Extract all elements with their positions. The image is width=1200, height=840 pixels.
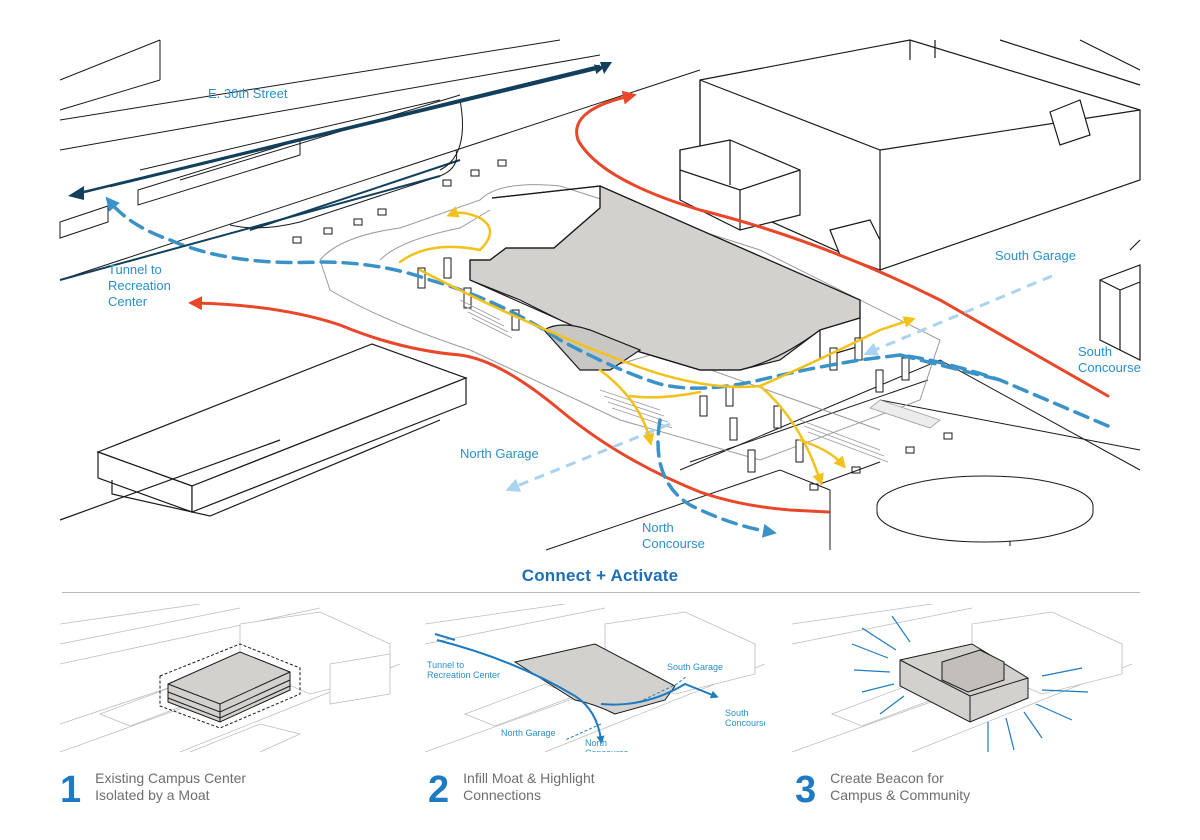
label-south-concourse: South Concourse xyxy=(1078,344,1141,375)
step-3-diagram xyxy=(792,604,1132,752)
garage-connections xyxy=(505,274,1053,492)
step-1: 1 Existing Campus Center Isolated by a M… xyxy=(60,769,247,811)
street-arrow-line xyxy=(83,64,601,194)
street-arrow-head-west xyxy=(68,186,84,200)
panel2-label-north-concourse: North Concourse xyxy=(585,738,629,752)
step-2-number: 2 xyxy=(428,769,450,811)
vehicle-routes xyxy=(188,90,1110,514)
pedestrian-routes xyxy=(105,196,1110,538)
step-2: 2 Infill Moat & Highlight Connections xyxy=(428,769,595,811)
lower-context-lines xyxy=(545,359,1141,551)
panel2-label-tunnel: Tunnel to Recreation Center xyxy=(427,660,501,680)
label-north-garage: North Garage xyxy=(460,446,539,461)
step-3: 3 Create Beacon for Campus & Community xyxy=(795,769,971,811)
building-southwest xyxy=(59,343,468,521)
step-3-caption: Create Beacon for Campus & Community xyxy=(830,770,971,803)
section-title: Connect + Activate xyxy=(521,566,679,585)
step-2-caption: Infill Moat & Highlight Connections xyxy=(463,770,595,803)
label-e-30th-street: E. 30th Street xyxy=(208,86,288,101)
step-2-diagram: Tunnel to Recreation Center South Garage… xyxy=(425,604,765,752)
label-tunnel-to-recreation-center: Tunnel to Recreation Center xyxy=(108,262,171,309)
step-1-diagram xyxy=(60,604,400,752)
panel2-label-south-garage: South Garage xyxy=(667,662,724,672)
panel2-label-north-garage: North Garage xyxy=(501,728,556,738)
label-south-garage: South Garage xyxy=(995,248,1076,263)
interior-circulation xyxy=(398,206,916,486)
site-bollards xyxy=(292,159,953,491)
step-1-caption: Existing Campus Center Isolated by a Moa… xyxy=(95,770,247,803)
step-1-number: 1 xyxy=(60,769,82,811)
panel2-label-south-concourse: South Concourse xyxy=(725,708,765,728)
oval-plaza xyxy=(876,475,1094,543)
building-northeast xyxy=(679,39,1141,271)
step-3-drawing xyxy=(792,604,1132,752)
step-2-drawing xyxy=(425,604,765,752)
street-arrow-head-east xyxy=(600,62,612,74)
building-east xyxy=(1099,239,1141,361)
section-divider xyxy=(62,592,1140,593)
step-1-drawing xyxy=(60,604,400,752)
step-3-number: 3 xyxy=(795,769,817,811)
label-north-concourse: North Concourse xyxy=(642,520,705,551)
